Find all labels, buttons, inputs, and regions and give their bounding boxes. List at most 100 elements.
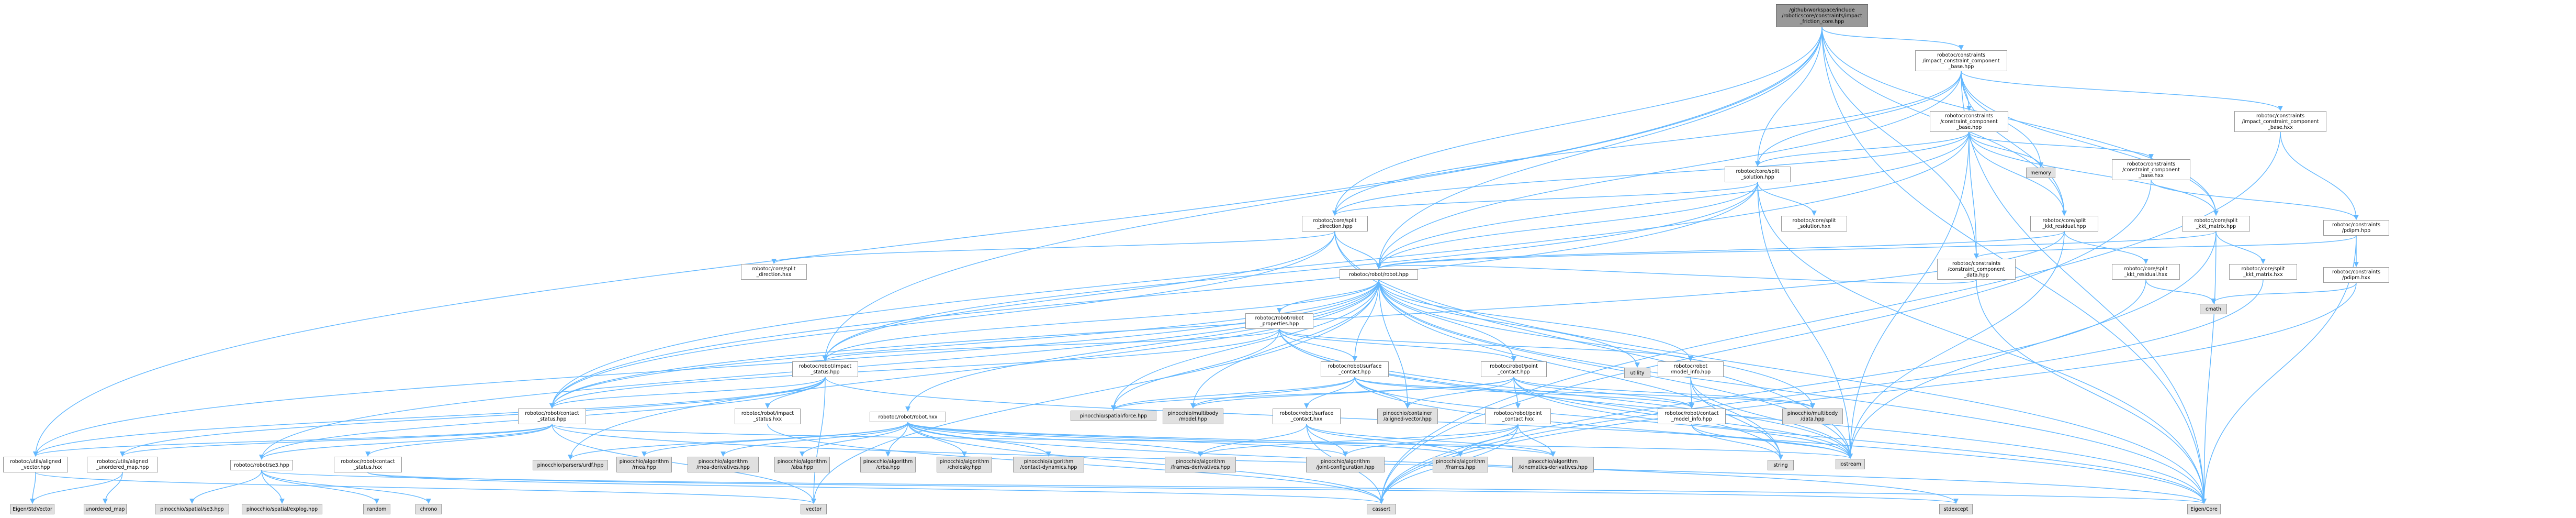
- node-split-kkt-matrix-hpp[interactable]: robotoc/core/split _kkt_matrix.hpp: [2182, 216, 2250, 232]
- node-pdipm-hxx[interactable]: robotoc/constraints /pdipm.hxx: [2323, 267, 2389, 283]
- node-surface-contact-hpp[interactable]: robotoc/robot/surface _contact.hpp: [1321, 361, 1389, 377]
- edge: [1513, 377, 1694, 409]
- node-impact-constraint-component-base-hxx[interactable]: robotoc/constraints /impact_constraint_c…: [2234, 111, 2326, 132]
- edge: [1961, 71, 2067, 216]
- node-pin-rnea[interactable]: pinocchio/algorithm /rnea.hpp: [616, 457, 672, 472]
- node-contact-status-hxx[interactable]: robotoc/robot/contact _status.hxx: [334, 457, 402, 472]
- node-pin-aligned-vector[interactable]: pinocchio/container /aligned-vector.hpp: [1377, 409, 1438, 424]
- node-split-kkt-residual-hxx[interactable]: robotoc/core/split _kkt_residual.hxx: [2112, 264, 2180, 280]
- node-split-kkt-matrix-hxx[interactable]: robotoc/core/split _kkt_matrix.hxx: [2229, 264, 2297, 280]
- node-random[interactable]: random: [363, 504, 390, 514]
- node-pin-frames-deriv[interactable]: pinocchio/algorithm /frames-derivatives.…: [1165, 457, 1236, 472]
- node-pin-se3[interactable]: pinocchio/spatial/se3.hpp: [155, 504, 229, 514]
- edge: [2145, 279, 2216, 304]
- node-pin-urdf[interactable]: pinocchio/parsers/urdf.hpp: [533, 460, 608, 470]
- edge: [907, 422, 1384, 504]
- node-split-direction-hpp[interactable]: robotoc/core/split _direction.hpp: [1302, 216, 1368, 232]
- edge: [1405, 377, 1514, 409]
- node-constraint-component-data-hpp[interactable]: robotoc/constraints /constraint_componen…: [1937, 259, 2016, 280]
- node-stdexcept[interactable]: stdexcept: [1939, 504, 1973, 514]
- node-pin-aba[interactable]: pinocchio/algorithm /aba.hpp: [774, 457, 830, 472]
- node-impact-status-hpp[interactable]: robotoc/robot/impact _status.hpp: [792, 361, 858, 377]
- node-root-header[interactable]: /github/workspace/include /roboticscore/…: [1776, 4, 1868, 27]
- edge: [1352, 279, 1379, 361]
- node-pin-explog[interactable]: pinocchio/spatial/explog.hpp: [242, 504, 322, 514]
- edge: [1354, 377, 1694, 409]
- edge: [2280, 131, 2359, 220]
- node-point-contact-hpp[interactable]: robotoc/robot/point _contact.hpp: [1481, 361, 1547, 377]
- edge: [1332, 131, 1970, 216]
- edge: [552, 424, 1853, 459]
- node-surface-contact-hxx[interactable]: robotoc/robot/surface _contact.hxx: [1273, 409, 1341, 424]
- edge: [33, 424, 553, 457]
- edge: [1279, 328, 1516, 361]
- node-impact-status-hxx[interactable]: robotoc/robot/impact _status.hxx: [735, 409, 801, 424]
- node-pdipm-hpp[interactable]: robotoc/constraints /pdipm.hpp: [2323, 220, 2389, 236]
- node-utility[interactable]: utility: [1624, 368, 1650, 378]
- edge: [261, 470, 431, 504]
- node-pin-frames[interactable]: pinocchio/algorithm /frames.hpp: [1433, 457, 1488, 472]
- node-aligned-unordered-map-hpp[interactable]: robotoc/utils/aligned _unordered_map.hpp: [87, 457, 158, 472]
- edge: [120, 424, 553, 457]
- node-eigen-core[interactable]: Eigen/Core: [2187, 504, 2221, 514]
- node-pin-crba[interactable]: pinocchio/algorithm /crba.hpp: [860, 457, 916, 472]
- edge: [1757, 182, 1853, 459]
- node-point-contact-hxx[interactable]: robotoc/robot/point _contact.hxx: [1485, 409, 1551, 424]
- node-pin-model[interactable]: pinocchio/multibody /model.hpp: [1163, 409, 1223, 424]
- edge: [907, 422, 1556, 457]
- node-iostream[interactable]: iostream: [1836, 459, 1865, 469]
- node-cassert[interactable]: cassert: [1367, 504, 1396, 514]
- node-constraint-component-base-hpp[interactable]: robotoc/constraints /constraint_componen…: [1930, 111, 2008, 132]
- edge: [549, 328, 1280, 409]
- node-memory[interactable]: memory: [2026, 168, 2055, 178]
- node-model-info-hpp[interactable]: robotoc/robot /model_info.hpp: [1658, 361, 1724, 377]
- node-vector[interactable]: vector: [801, 504, 827, 514]
- edge: [1279, 328, 1783, 460]
- edge: [1974, 235, 2357, 259]
- edge: [1376, 131, 1970, 269]
- edge: [1332, 182, 1758, 216]
- edge: [1690, 377, 1853, 459]
- edge: [1968, 131, 2154, 159]
- node-contact-model-info-hpp[interactable]: robotoc/robot/contact _model_info.hpp: [1658, 409, 1726, 424]
- node-chrono[interactable]: chrono: [415, 504, 442, 514]
- node-impact-constraint-component-base-hpp[interactable]: robotoc/constraints /impact_constraint_c…: [1915, 50, 2007, 71]
- node-split-solution-hpp[interactable]: robotoc/core/split _solution.hpp: [1725, 167, 1791, 182]
- node-robot-hpp[interactable]: robotoc/robot/robot.hpp: [1340, 269, 1418, 280]
- node-split-solution-hxx[interactable]: robotoc/core/split _solution.hxx: [1781, 216, 1847, 232]
- node-pin-force[interactable]: pinocchio/spatial/force.hpp: [1071, 411, 1156, 421]
- node-unordered-map[interactable]: unordered_map: [84, 504, 127, 514]
- edge: [907, 422, 967, 457]
- node-split-direction-hxx[interactable]: robotoc/core/split _direction.hxx: [741, 264, 807, 280]
- node-string[interactable]: string: [1768, 460, 1794, 470]
- node-cmath[interactable]: cmath: [2200, 304, 2227, 314]
- edge: [259, 424, 553, 460]
- node-pin-rnea-deriv[interactable]: pinocchio/algorithm /rnea-derivatives.hp…: [688, 457, 759, 472]
- node-pin-contact-dyn[interactable]: pinocchio/algorithm /contact-dynamics.hp…: [1013, 457, 1084, 472]
- edge: [1279, 328, 1853, 459]
- node-split-kkt-residual-hpp[interactable]: robotoc/core/split _kkt_residual.hpp: [2030, 216, 2098, 232]
- node-se3-hpp[interactable]: robotoc/robot/se3.hpp: [230, 460, 293, 470]
- edge: [1821, 27, 1964, 50]
- edge: [907, 422, 1463, 457]
- edge: [1354, 377, 2207, 504]
- edge: [1332, 71, 1962, 216]
- edge: [823, 279, 1379, 361]
- node-eigen-stdvector[interactable]: Eigen/StdVector: [10, 504, 54, 514]
- node-pin-joint-config[interactable]: pinocchio/algorithm /joint-configuration…: [1306, 457, 1385, 472]
- node-pin-kin-deriv[interactable]: pinocchio/algorithm /kinematics-derivati…: [1512, 457, 1594, 472]
- edge: [1513, 377, 1815, 409]
- node-aligned-vector-hpp[interactable]: robotoc/utils/aligned _vector.hpp: [3, 457, 68, 472]
- edge: [1757, 182, 1817, 216]
- node-constraint-component-base-hxx[interactable]: robotoc/constraints /constraint_componen…: [2112, 159, 2190, 180]
- edge: [1848, 131, 1970, 459]
- edge: [771, 231, 1335, 264]
- node-pin-cholesky[interactable]: pinocchio/algorithm /cholesky.hpp: [937, 457, 992, 472]
- node-pin-data[interactable]: pinocchio/multibody /data.hpp: [1782, 409, 1843, 424]
- edge: [1190, 377, 1514, 409]
- node-contact-status-hpp[interactable]: robotoc/robot/contact _status.hpp: [518, 409, 586, 424]
- node-robot-hxx[interactable]: robotoc/robot/robot.hxx: [870, 412, 946, 422]
- edge: [823, 27, 1823, 361]
- node-robot-properties-hpp[interactable]: robotoc/robot/robot _properties.hpp: [1245, 313, 1313, 329]
- edge: [552, 424, 816, 504]
